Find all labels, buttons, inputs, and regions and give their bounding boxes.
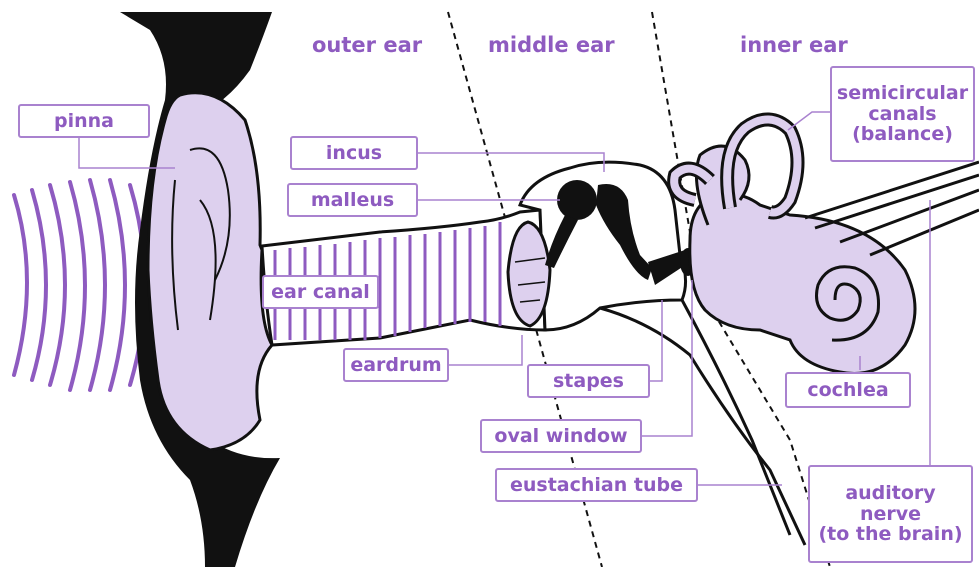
label-pinna: pinna	[18, 104, 150, 138]
pinna-shape	[148, 93, 272, 450]
label-malleus: malleus	[287, 183, 418, 217]
label-eustachian-tube: eustachian tube	[495, 468, 698, 502]
section-middle-ear: middle ear	[488, 33, 615, 57]
eardrum-shape	[508, 222, 550, 326]
label-auditory-nerve: auditory nerve (to the brain)	[808, 465, 973, 563]
label-cochlea: cochlea	[785, 372, 911, 408]
label-stapes: stapes	[527, 364, 650, 398]
label-eardrum: eardrum	[343, 348, 449, 382]
label-ear-canal: ear canal	[262, 275, 379, 309]
label-semicircular-canals: semicircular canals (balance)	[830, 66, 975, 162]
label-oval-window: oval window	[480, 419, 642, 453]
section-inner-ear: inner ear	[740, 33, 848, 57]
section-outer-ear: outer ear	[312, 33, 422, 57]
label-incus: incus	[290, 136, 418, 170]
